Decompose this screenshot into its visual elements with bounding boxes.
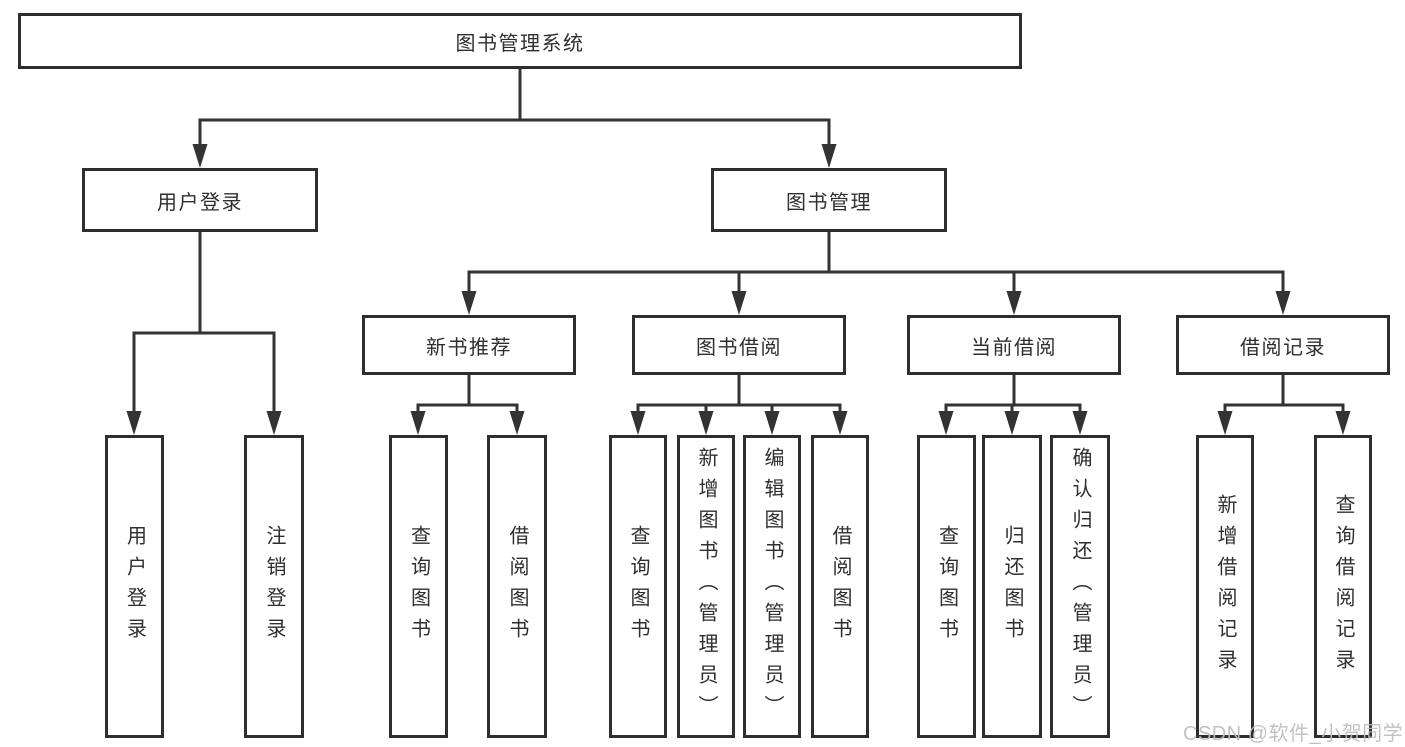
arrow-down-icon (410, 411, 426, 435)
arrow-down-icon (461, 291, 477, 315)
leaf-add-books-admin: 新增图书（管理员） (677, 435, 735, 738)
node-label: 借阅记录 (1240, 336, 1326, 359)
leaf-query-books: 查询图书 (389, 435, 448, 738)
node-label: 图书管理 (786, 191, 872, 214)
arrowheads (126, 144, 1351, 435)
node-label: 注销登录 (263, 524, 285, 649)
node-label: 用户登录 (123, 524, 146, 649)
arrow-down-icon (1275, 291, 1291, 315)
node-label: 查询借阅记录 (1332, 493, 1354, 680)
leaf-edit-books-admin: 编辑图书（管理员） (743, 435, 801, 738)
watermark: CSDN @软件_小贺同学 (1183, 723, 1404, 745)
node-label: 借阅图书 (506, 524, 528, 649)
node-label: 新增借阅记录 (1214, 493, 1236, 680)
arrow-down-icon (509, 411, 525, 435)
leaf-borrow-books: 借阅图书 (811, 435, 869, 738)
node-label: 用户登录 (157, 191, 243, 214)
arrow-down-icon (1004, 411, 1020, 435)
arrow-down-icon (698, 411, 714, 435)
node-new-book-recommend: 新书推荐 (362, 315, 576, 375)
arrow-down-icon (764, 411, 780, 435)
arrow-down-icon (1217, 411, 1233, 435)
node-label: 确认归还（管理员） (1069, 447, 1091, 726)
node-book-management: 图书管理 (711, 168, 947, 232)
leaf-borrow-books: 借阅图书 (487, 435, 547, 738)
node-current-borrow: 当前借阅 (907, 315, 1121, 375)
arrow-down-icon (821, 144, 837, 168)
arrow-down-icon (731, 291, 747, 315)
node-label: 当前借阅 (971, 336, 1057, 359)
node-book-borrow: 图书借阅 (632, 315, 846, 375)
node-root: 图书管理系统 (18, 13, 1022, 69)
arrow-down-icon (266, 411, 282, 435)
arrow-down-icon (126, 411, 142, 435)
arrow-down-icon (630, 411, 646, 435)
arrow-down-icon (192, 144, 208, 168)
leaf-confirm-return-admin: 确认归还（管理员） (1050, 435, 1110, 738)
node-user-login: 用户登录 (82, 168, 318, 232)
leaf-query-books: 查询图书 (609, 435, 667, 738)
leaf-logout: 注销登录 (244, 435, 304, 738)
leaf-query-books: 查询图书 (917, 435, 976, 738)
node-label: 新书推荐 (426, 336, 512, 359)
node-label: 图书管理系统 (455, 32, 585, 55)
node-borrow-record: 借阅记录 (1176, 315, 1390, 375)
arrow-down-icon (938, 411, 954, 435)
arrow-down-icon (832, 411, 848, 435)
leaf-add-borrow-record: 新增借阅记录 (1196, 435, 1254, 738)
arrow-down-icon (1072, 411, 1088, 435)
leaf-return-books: 归还图书 (982, 435, 1042, 738)
arrow-down-icon (1335, 411, 1351, 435)
leaf-user-login: 用户登录 (105, 435, 164, 738)
node-label: 查询图书 (407, 524, 430, 649)
leaf-query-borrow-record: 查询借阅记录 (1314, 435, 1372, 738)
node-label: 图书借阅 (696, 336, 782, 359)
node-label: 归还图书 (1001, 524, 1023, 649)
arrow-down-icon (1006, 291, 1022, 315)
node-label: 新增图书（管理员） (695, 447, 717, 726)
node-label: 查询图书 (935, 524, 958, 649)
node-label: 查询图书 (627, 524, 649, 649)
node-label: 编辑图书（管理员） (761, 447, 783, 726)
node-label: 借阅图书 (829, 524, 851, 649)
